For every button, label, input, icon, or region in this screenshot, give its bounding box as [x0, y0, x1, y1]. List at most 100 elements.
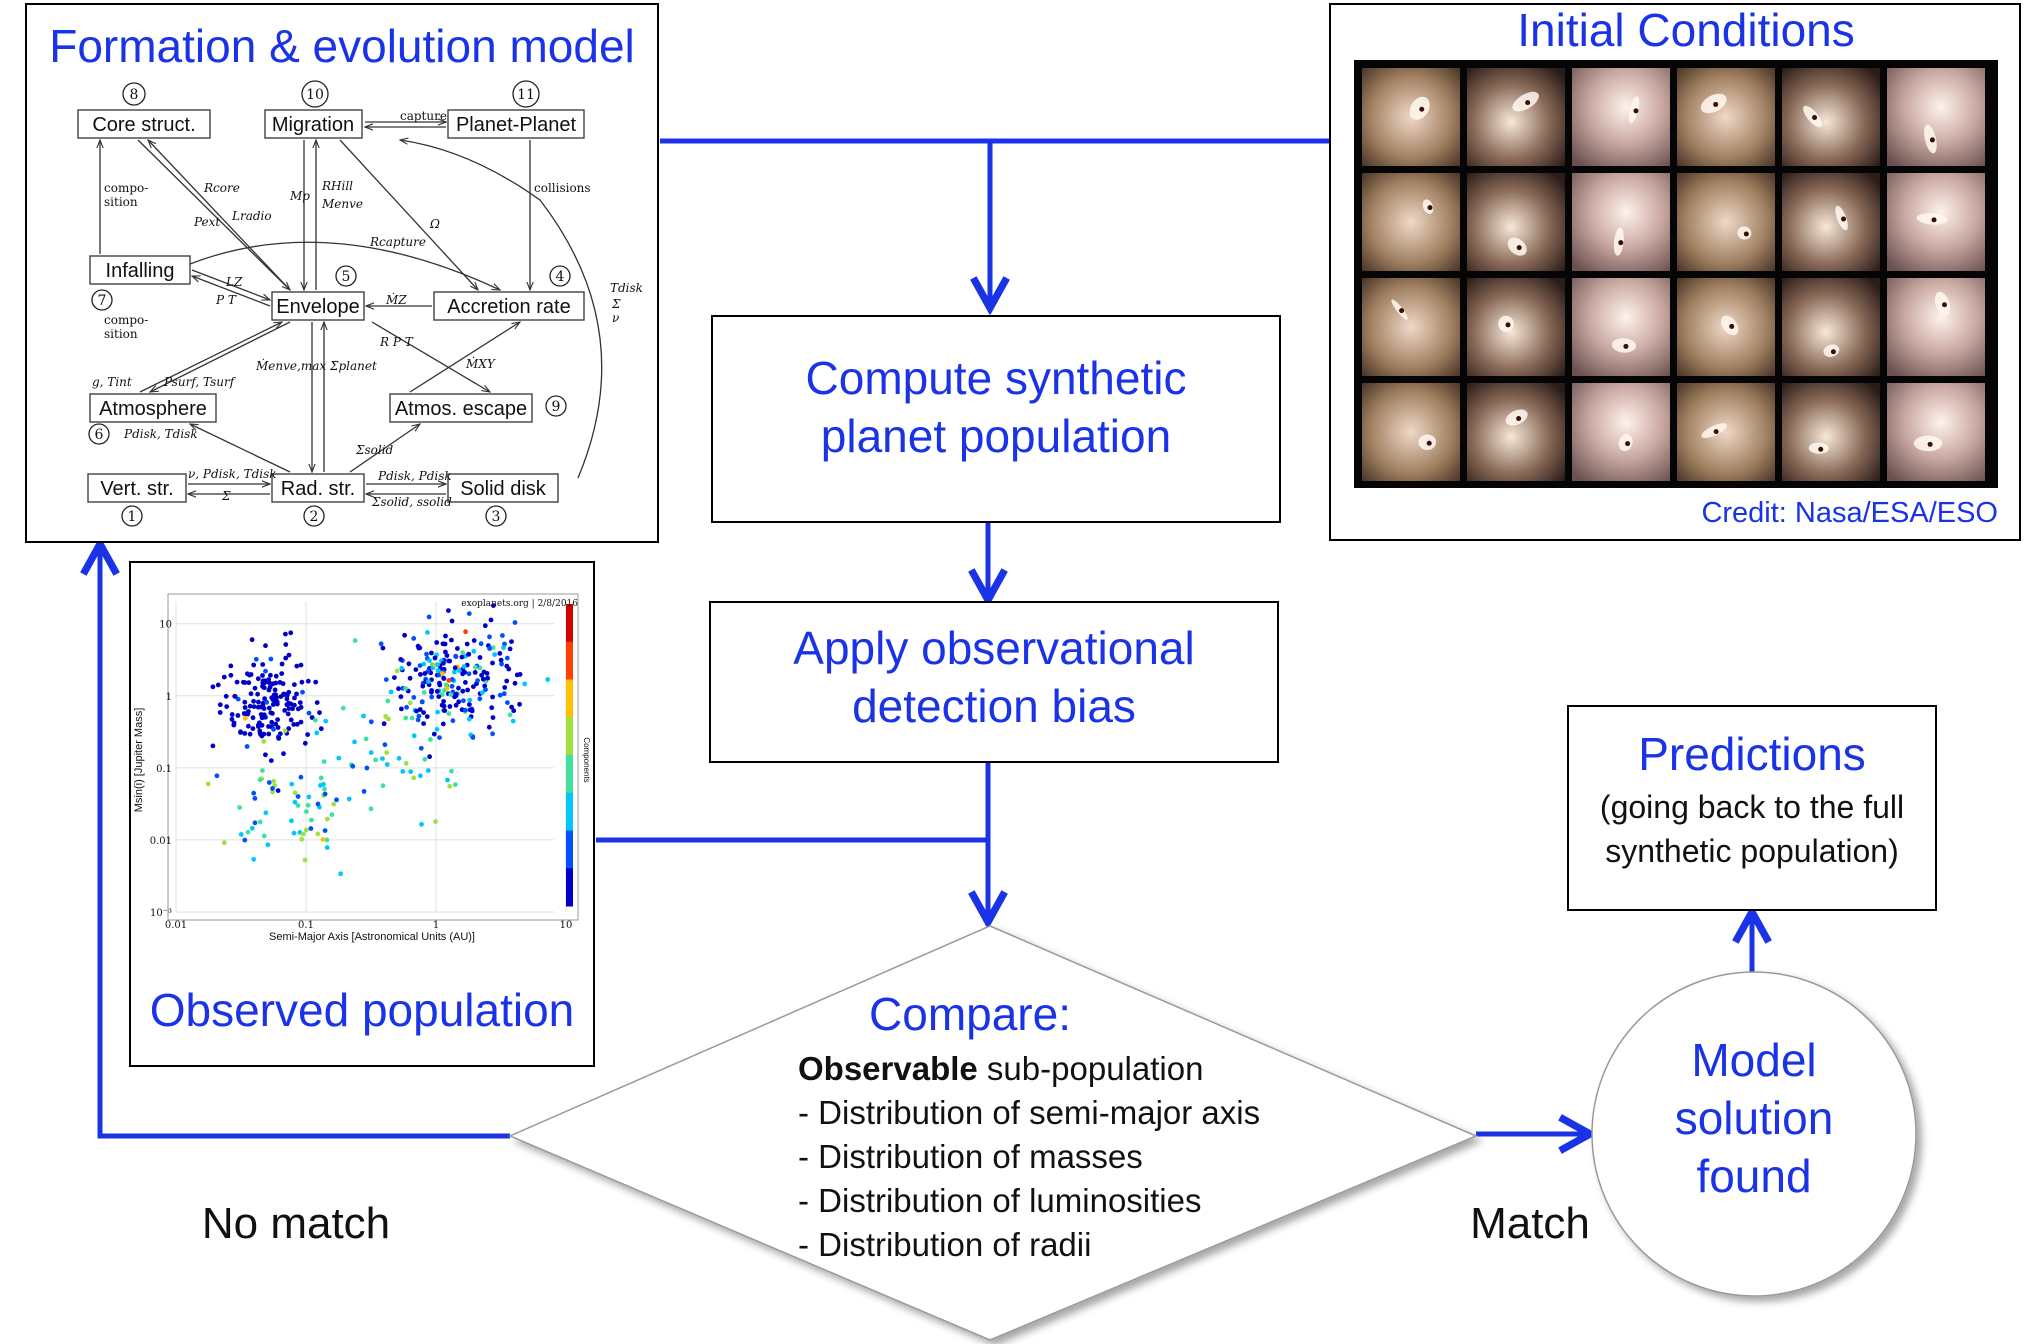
planet-point	[441, 699, 446, 704]
planet-point	[315, 801, 321, 807]
formation-panel: Formation & evolution model	[25, 3, 659, 543]
planet-point	[221, 840, 227, 846]
planet-point	[463, 680, 468, 685]
planet-point	[302, 740, 308, 746]
planet-point	[266, 677, 272, 682]
module-atmosphere-num: 6	[95, 427, 104, 443]
planet-point	[416, 713, 422, 719]
planet-point	[260, 768, 265, 773]
protoplanet-thumbnail	[1677, 278, 1775, 376]
planet-point	[411, 733, 417, 739]
edge-sigmaplanet: Σ̇planet	[329, 359, 377, 373]
planet-point	[461, 698, 466, 704]
planet-point	[352, 739, 357, 745]
planet-point	[248, 691, 254, 697]
no-match-label: No match	[202, 1199, 390, 1248]
planet-point	[483, 687, 488, 692]
planet-point	[260, 700, 266, 706]
planet-point	[431, 731, 437, 737]
planet-point	[292, 682, 297, 687]
planet-point	[266, 724, 271, 729]
planet-point	[352, 638, 358, 643]
planet-point	[411, 636, 417, 641]
planet-point	[467, 702, 472, 707]
module-envelope-box	[271, 291, 365, 321]
planet-point	[380, 645, 386, 651]
planet-point	[246, 723, 251, 729]
planet-point	[263, 668, 268, 674]
planet-point	[498, 657, 504, 663]
solution-line-1: Model	[1691, 1034, 1816, 1086]
planet-point	[421, 710, 426, 715]
planet-point	[409, 715, 415, 721]
planet-point	[271, 692, 277, 698]
predictions-line-1: (going back to the full	[1600, 789, 1904, 825]
planet-point	[275, 717, 280, 722]
planet-point	[491, 603, 496, 608]
module-vert-box	[87, 473, 187, 503]
protoplanet-thumbnail	[1467, 68, 1565, 166]
planet-point	[322, 786, 327, 792]
compare-decision: Compare: Observable sub-population - Dis…	[508, 925, 1478, 1341]
planet-point	[398, 694, 404, 700]
planet-point	[322, 828, 328, 833]
planet-point	[256, 724, 261, 729]
planet-point	[469, 706, 475, 712]
module-atmosphere-label: Atmosphere	[99, 398, 207, 420]
planet-point	[318, 775, 324, 781]
planet-point	[249, 825, 255, 831]
colorbar-label: Components	[582, 737, 591, 782]
planet-point	[488, 617, 494, 623]
planet-point	[279, 671, 285, 676]
edge-menve: Menve	[321, 197, 363, 211]
planet-point	[252, 820, 258, 826]
planet-point	[444, 653, 450, 658]
planet-point	[245, 711, 251, 717]
module-core-num: 8	[130, 87, 139, 103]
colorbar-segment	[566, 679, 573, 718]
planet-point	[433, 819, 438, 824]
planet-point	[385, 698, 391, 704]
planet-point	[463, 707, 468, 713]
planet-point	[400, 769, 406, 774]
planet-point	[485, 675, 491, 681]
planet-point	[418, 773, 423, 779]
planet-point	[501, 691, 507, 697]
planet-point	[309, 817, 314, 823]
planet-point	[288, 701, 294, 707]
module-rad-label: Rad. str.	[281, 478, 355, 500]
planet-point	[259, 722, 265, 728]
planet-point	[506, 666, 512, 672]
planet-point	[461, 664, 467, 669]
planet-point	[292, 799, 298, 805]
planet-point	[217, 710, 223, 715]
planet-point	[466, 611, 472, 616]
planet-point	[436, 694, 442, 699]
credit-text: Credit: Nasa/ESA/ESO	[1701, 497, 1998, 529]
planet-point	[452, 665, 458, 671]
planet-point	[419, 821, 424, 827]
planet-point	[492, 652, 497, 657]
edge-rcore: Rcore	[203, 181, 240, 195]
planet-point	[480, 690, 485, 695]
compare-observable: Observable	[798, 1050, 978, 1087]
planet-point	[324, 837, 330, 843]
planet-point	[282, 728, 288, 734]
planet-point	[205, 781, 211, 787]
protoplanet-thumbnail	[1467, 383, 1565, 481]
planet-point	[403, 715, 409, 721]
chart-xlabel: Semi-Major Axis [Astronomical Units (AU)…	[269, 931, 475, 943]
planet-point	[288, 717, 294, 723]
planet-point	[262, 696, 267, 702]
planet-point	[247, 703, 253, 709]
planet-point	[440, 721, 446, 727]
edge-sigma-solid-s: Σsolid, ssolid	[371, 495, 452, 509]
planet-point	[427, 754, 432, 760]
planet-point	[446, 678, 452, 683]
planet-point	[292, 790, 298, 796]
planet-point	[210, 684, 216, 690]
edge-pt1: P T	[215, 293, 237, 307]
module-planet-planet-label: Planet-Planet	[456, 114, 577, 136]
module-atmos-escape-num: 9	[552, 399, 561, 415]
planet-point	[406, 661, 412, 667]
